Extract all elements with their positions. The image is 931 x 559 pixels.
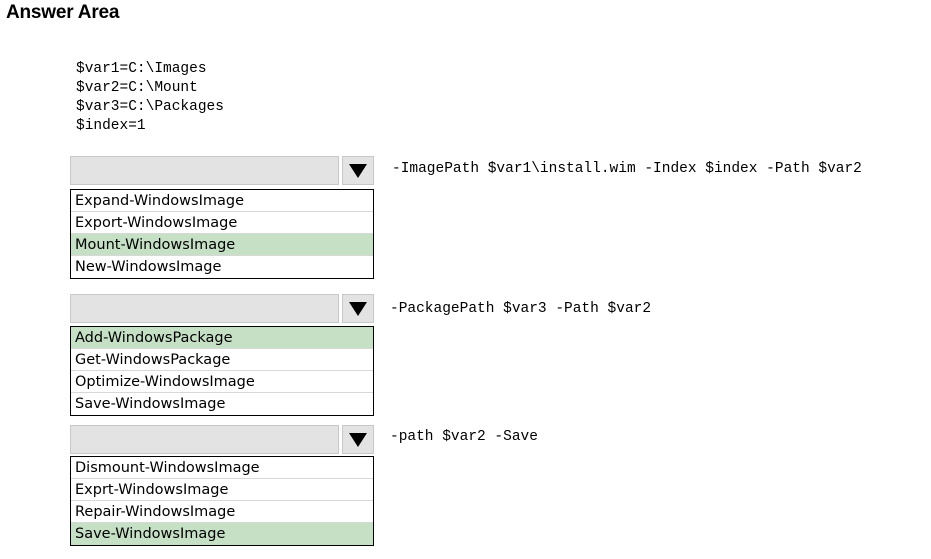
triangle-down-icon bbox=[349, 432, 367, 447]
script-line: $index=1 bbox=[76, 118, 146, 134]
dropdown-2-field[interactable] bbox=[70, 294, 339, 323]
script-line: $var1=C:\Images bbox=[76, 61, 207, 77]
dropdown-option[interactable]: Repair-WindowsImage bbox=[71, 501, 373, 523]
dropdown-option-selected[interactable]: Add-WindowsPackage bbox=[71, 327, 373, 349]
triangle-down-icon bbox=[349, 301, 367, 316]
dropdown-1-suffix: -ImagePath $var1\install.wim -Index $ind… bbox=[392, 161, 862, 177]
dropdown-option[interactable]: Dismount-WindowsImage bbox=[71, 457, 373, 479]
dropdown-2-list: Add-WindowsPackage Get-WindowsPackage Op… bbox=[70, 326, 374, 416]
dropdown-option[interactable]: Expand-WindowsImage bbox=[71, 190, 373, 212]
dropdown-3-list: Dismount-WindowsImage Exprt-WindowsImage… bbox=[70, 456, 374, 546]
dropdown-1-arrow-button[interactable] bbox=[342, 156, 374, 185]
script-line: $var2=C:\Mount bbox=[76, 80, 198, 96]
dropdown-2-suffix: -PackagePath $var3 -Path $var2 bbox=[390, 301, 652, 317]
dropdown-1-list: Expand-WindowsImage Export-WindowsImage … bbox=[70, 189, 374, 279]
dropdown-3-field[interactable] bbox=[70, 425, 339, 454]
dropdown-option[interactable]: New-WindowsImage bbox=[75, 259, 222, 275]
dropdown-option-selected[interactable]: Mount-WindowsImage bbox=[71, 234, 373, 256]
triangle-down-icon bbox=[349, 163, 367, 178]
script-line: $var3=C:\Packages bbox=[76, 99, 224, 115]
dropdown-2[interactable] bbox=[70, 294, 374, 323]
dropdown-2-arrow-button[interactable] bbox=[342, 294, 374, 323]
dropdown-option[interactable]: Save-WindowsImage bbox=[75, 396, 226, 412]
answer-area-title: Answer Area bbox=[6, 2, 120, 23]
dropdown-3[interactable] bbox=[70, 425, 374, 454]
dropdown-option[interactable]: Exprt-WindowsImage bbox=[71, 479, 373, 501]
dropdown-1[interactable] bbox=[70, 156, 374, 185]
dropdown-3-suffix: -path $var2 -Save bbox=[390, 429, 538, 445]
dropdown-option[interactable]: Get-WindowsPackage bbox=[71, 349, 373, 371]
dropdown-option[interactable]: Export-WindowsImage bbox=[71, 212, 373, 234]
dropdown-1-field[interactable] bbox=[70, 156, 339, 185]
dropdown-option[interactable]: Optimize-WindowsImage bbox=[71, 371, 373, 393]
dropdown-3-arrow-button[interactable] bbox=[342, 425, 374, 454]
dropdown-option-selected[interactable]: Save-WindowsImage bbox=[71, 523, 373, 545]
